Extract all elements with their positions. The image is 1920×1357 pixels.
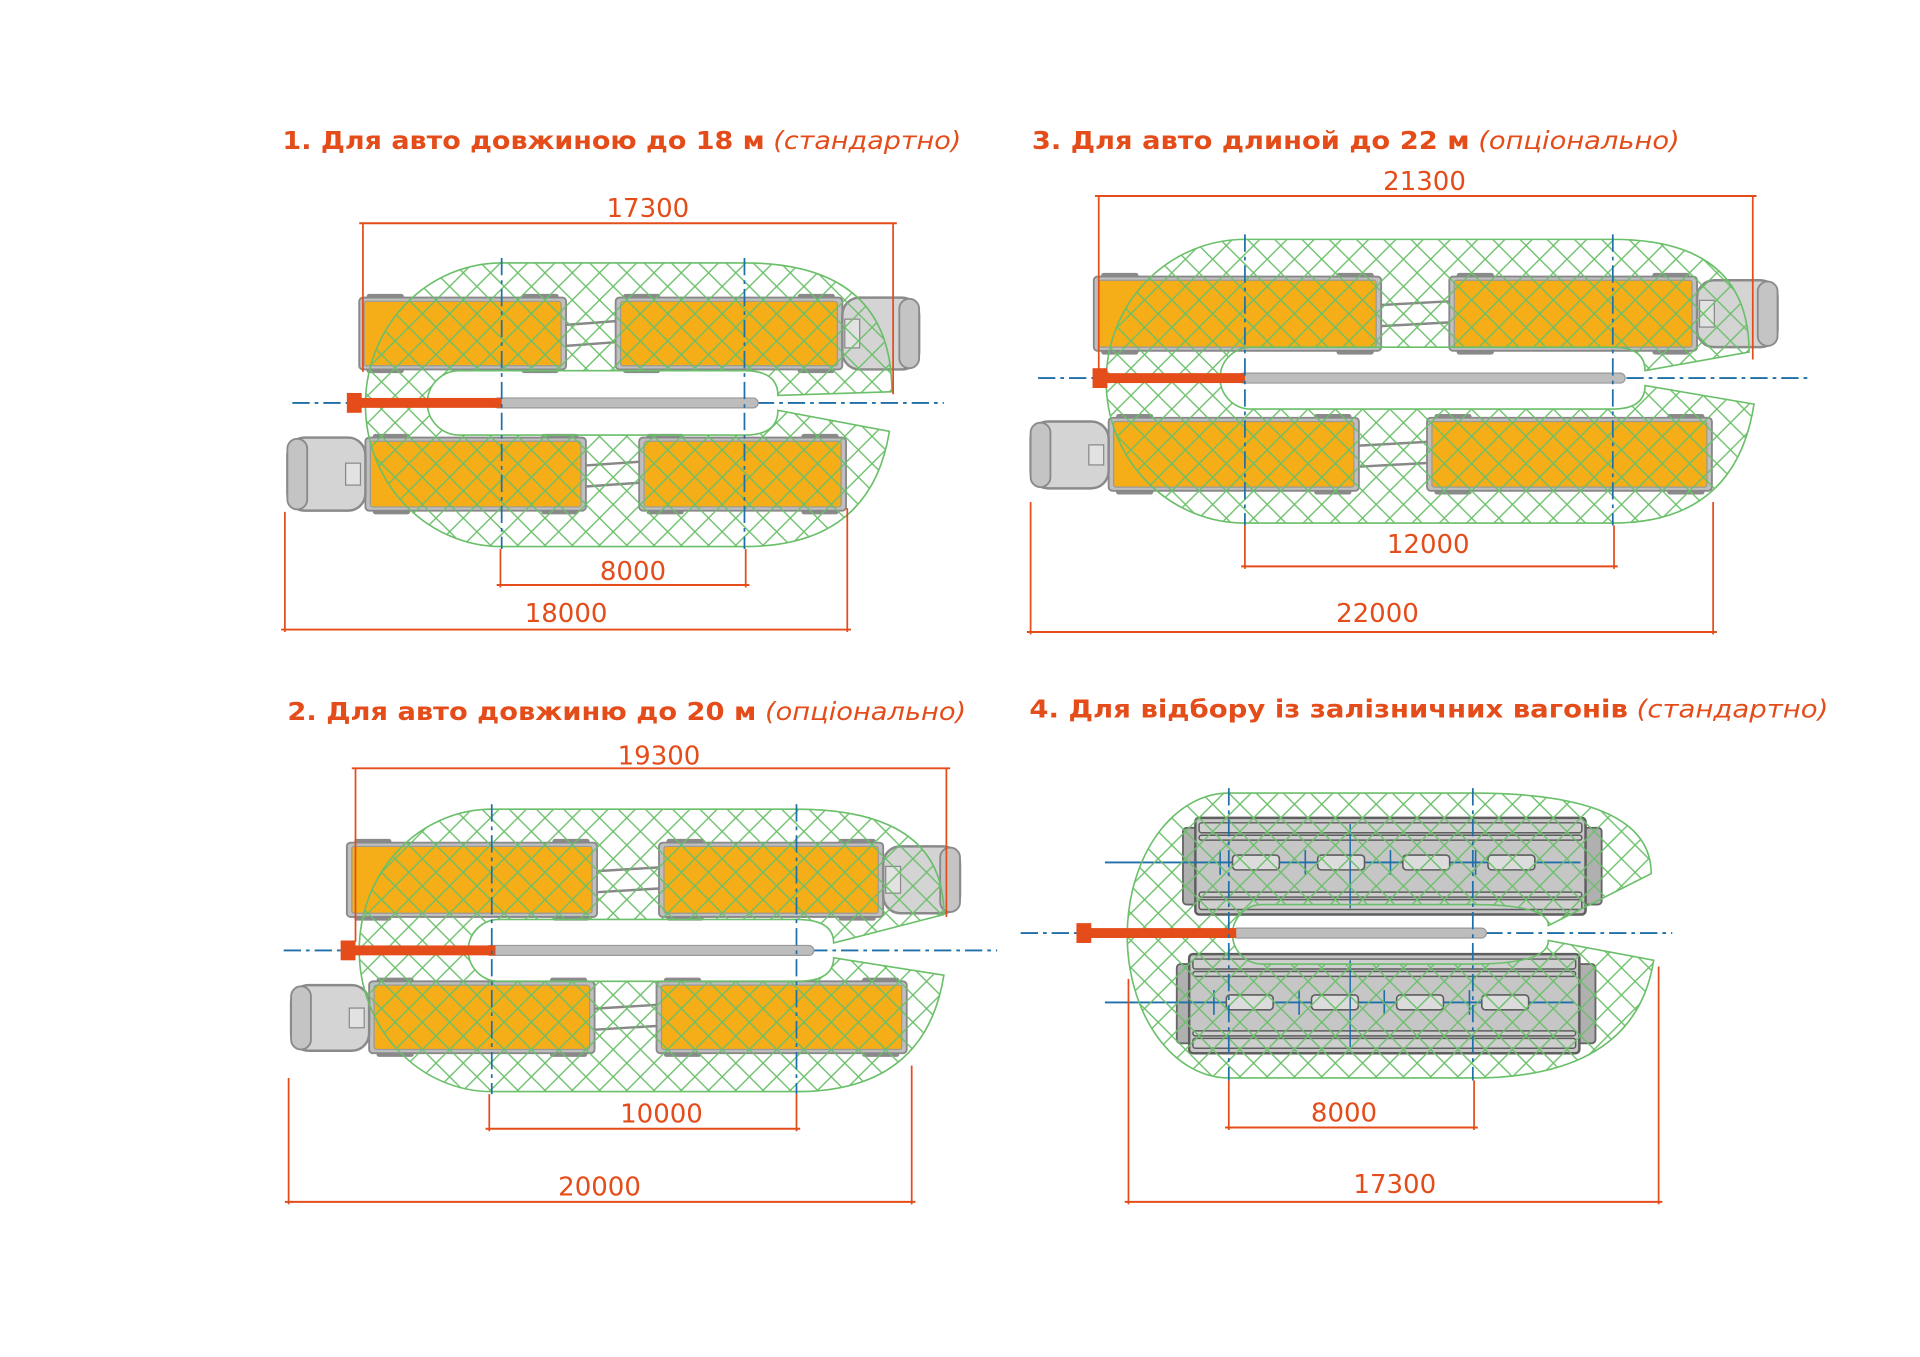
title-bold: 4. Для відбору із залізничних вагонів bbox=[1029, 695, 1628, 724]
cab-window bbox=[344, 462, 362, 486]
diagram-3-title: 3. Для авто длиной до 22 м (опціонально) bbox=[1032, 126, 1680, 155]
dimension-label-top: 19300 bbox=[618, 742, 701, 772]
sampler-column-arm bbox=[1104, 373, 1245, 384]
title-italic: (опціонально) bbox=[765, 697, 966, 726]
sampler-boom bbox=[484, 944, 815, 956]
dimension-label-bottom: 17300 bbox=[1353, 1170, 1436, 1200]
cab-front bbox=[898, 297, 921, 370]
title-italic: (стандартно) bbox=[773, 126, 961, 155]
sampler-column-arm bbox=[359, 397, 502, 408]
diagram-18m bbox=[281, 222, 944, 633]
cab-front bbox=[939, 846, 961, 913]
cab-front bbox=[286, 437, 309, 511]
sampler-base bbox=[340, 940, 356, 961]
dimension-label-bottom: 20000 bbox=[558, 1173, 641, 1203]
dimension-label-mid: 8000 bbox=[600, 557, 666, 587]
diagram-4-title: 4. Для відбору із залізничних вагонів (с… bbox=[1029, 695, 1828, 724]
cab-front bbox=[1029, 421, 1052, 489]
dimension-label-bottom: 18000 bbox=[525, 599, 608, 629]
title-italic: (стандартно) bbox=[1637, 695, 1829, 724]
diagram-20m bbox=[283, 767, 998, 1205]
dimension-label-top: 21300 bbox=[1383, 167, 1466, 197]
dimension-label-mid: 10000 bbox=[620, 1100, 703, 1130]
sampler-base bbox=[1092, 368, 1108, 389]
sampler-column-arm bbox=[353, 945, 496, 956]
title-bold: 3. Для авто длиной до 22 м bbox=[1032, 126, 1470, 155]
sampler-base bbox=[1076, 923, 1092, 943]
dimension-label-top: 17300 bbox=[606, 194, 689, 224]
dimension-label-mid: 8000 bbox=[1311, 1098, 1377, 1128]
title-bold: 1. Для авто довжиною до 18 м bbox=[282, 126, 764, 155]
sampler-boom bbox=[1238, 372, 1626, 384]
title-italic: (опціонально) bbox=[1478, 126, 1679, 155]
sampler-boom bbox=[1231, 927, 1488, 939]
dimension-label-mid: 12000 bbox=[1387, 530, 1470, 560]
diagram-22m bbox=[1026, 195, 1811, 635]
diagram-1-title: 1. Для авто довжиною до 18 м (стандартно… bbox=[282, 126, 961, 155]
sampler-base bbox=[346, 392, 362, 413]
diagram-rail-wagons bbox=[1020, 788, 1673, 1205]
diagram-2-title: 2. Для авто довжиню до 20 м (опціонально… bbox=[287, 697, 966, 726]
sampler-column-arm bbox=[1088, 928, 1237, 939]
cab-front bbox=[1756, 280, 1779, 347]
sampler-boom bbox=[492, 397, 759, 409]
sampling-zone bbox=[364, 262, 893, 548]
sampling-zone bbox=[358, 808, 945, 1093]
dimension-label-bottom: 22000 bbox=[1336, 599, 1419, 629]
cab-window bbox=[348, 1007, 365, 1029]
cab-window bbox=[1088, 444, 1105, 466]
title-bold: 2. Для авто довжиню до 20 м bbox=[287, 697, 756, 726]
sampling-zone bbox=[1105, 238, 1755, 524]
cab-front bbox=[290, 985, 312, 1051]
